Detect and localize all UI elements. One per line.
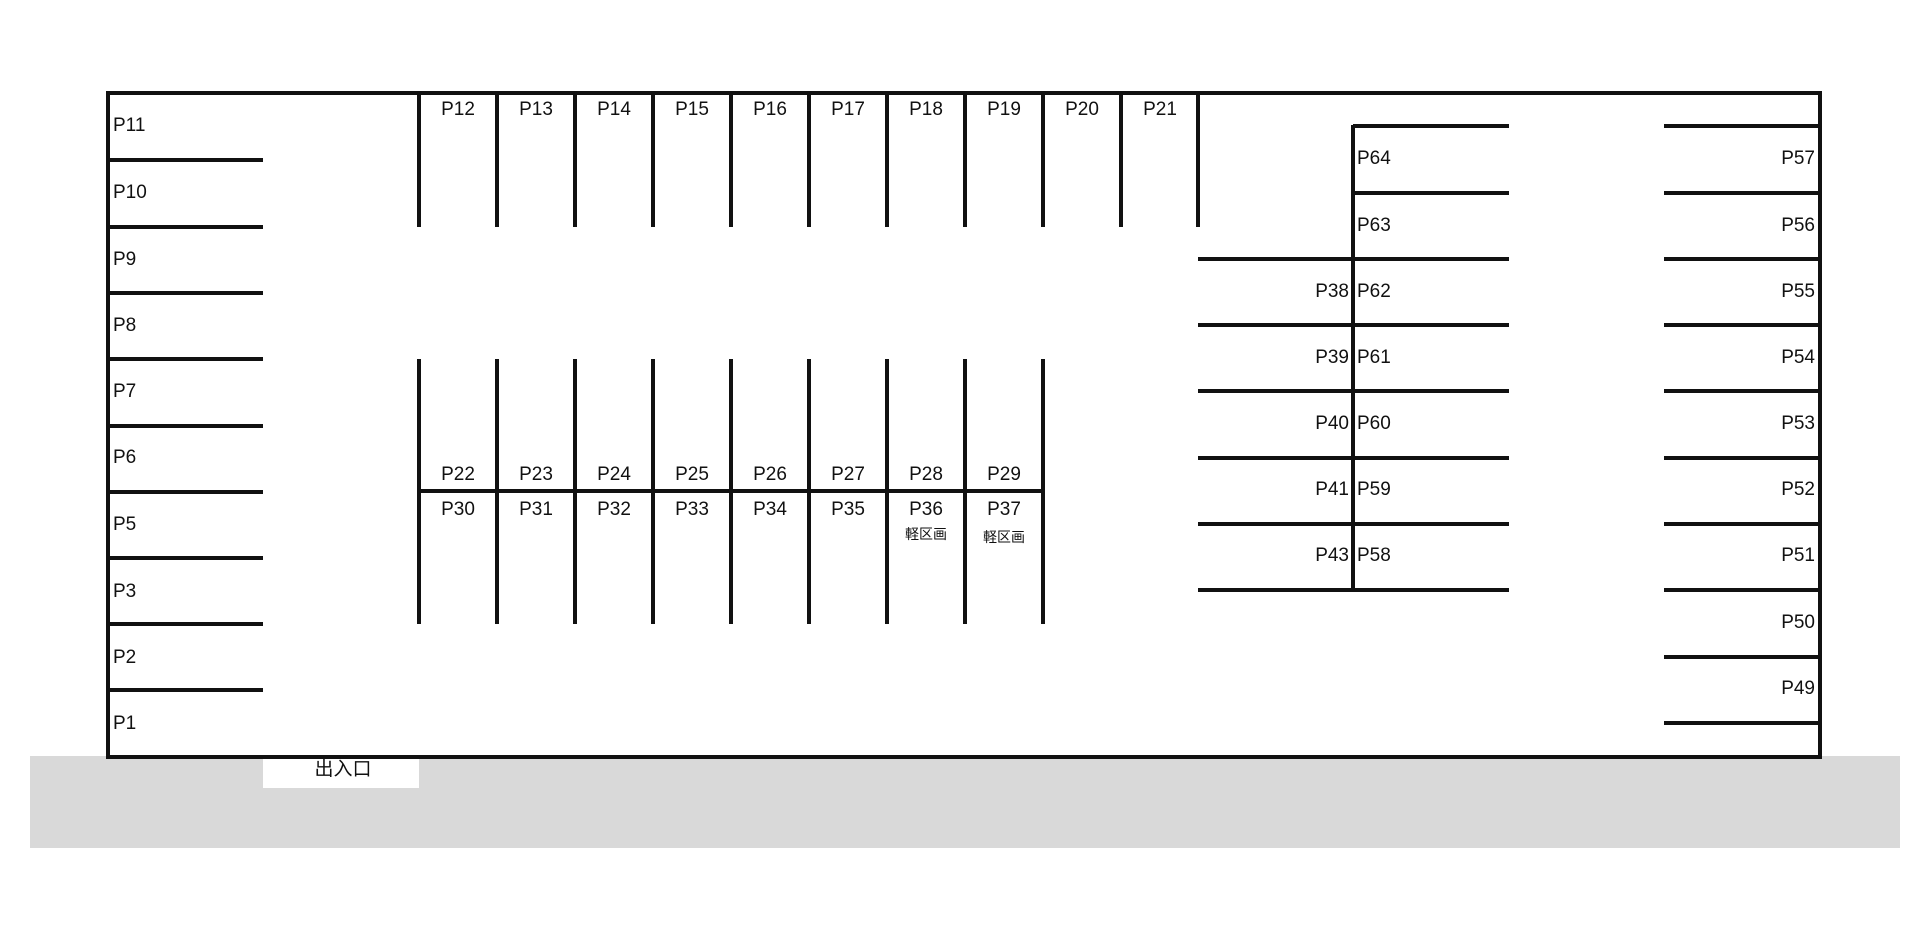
space-label: P29	[987, 464, 1021, 485]
space-label: P6	[113, 447, 137, 468]
space-label: P38	[1315, 281, 1349, 302]
space-label: P54	[1781, 347, 1815, 368]
space-label: P11	[113, 115, 146, 136]
small-car-note: 軽区画	[905, 526, 947, 542]
space-label: P52	[1781, 479, 1815, 500]
space-label: P26	[753, 464, 787, 485]
space-label: P24	[597, 464, 631, 485]
space-label: P9	[113, 249, 137, 270]
space-label: P53	[1781, 413, 1815, 434]
space-label: P51	[1781, 545, 1815, 566]
space-label: P63	[1357, 215, 1391, 236]
space-label: P2	[113, 647, 137, 668]
space-label: P23	[519, 464, 553, 485]
space-label: P57	[1781, 148, 1815, 169]
space-label: P37	[987, 499, 1021, 520]
space-label: P15	[675, 99, 709, 120]
space-label: P33	[675, 499, 709, 520]
space-label: P25	[675, 464, 709, 485]
space-label: P55	[1781, 281, 1815, 302]
space-label: P22	[441, 464, 475, 485]
space-label: P14	[597, 99, 631, 120]
space-label: P20	[1065, 99, 1099, 120]
space-label: P18	[909, 99, 943, 120]
space-label: P40	[1315, 413, 1349, 434]
space-label: P36	[909, 499, 943, 520]
space-label: P10	[113, 182, 147, 203]
space-label: P7	[113, 381, 137, 402]
space-label: P60	[1357, 413, 1391, 434]
space-label: P39	[1315, 347, 1349, 368]
space-label: P8	[113, 315, 137, 336]
space-label: P61	[1357, 347, 1391, 368]
space-label: P21	[1143, 99, 1177, 120]
space-label: P43	[1315, 545, 1349, 566]
space-label: P32	[597, 499, 631, 520]
space-label: P49	[1781, 678, 1815, 699]
space-label: P13	[519, 99, 553, 120]
space-label: P31	[519, 499, 553, 520]
space-label: P34	[753, 499, 787, 520]
entrance-gap	[263, 756, 419, 788]
space-label: P19	[987, 99, 1021, 120]
space-label: P30	[441, 499, 475, 520]
space-label: P58	[1357, 545, 1391, 566]
space-label: P28	[909, 464, 943, 485]
space-label: P59	[1357, 479, 1391, 500]
space-label: P64	[1357, 148, 1391, 169]
space-label: P3	[113, 581, 137, 602]
space-label: P50	[1781, 612, 1815, 633]
space-label: P56	[1781, 215, 1815, 236]
space-label: P27	[831, 464, 865, 485]
space-label: P35	[831, 499, 865, 520]
small-car-note: 軽区画	[983, 529, 1025, 545]
space-label: P1	[113, 713, 137, 734]
space-label: P12	[441, 99, 475, 120]
space-label: P16	[753, 99, 787, 120]
space-label: P17	[831, 99, 865, 120]
entrance-label: 出入口	[314, 759, 372, 780]
space-label: P5	[113, 514, 137, 535]
space-label: P62	[1357, 281, 1391, 302]
space-label: P41	[1315, 479, 1349, 500]
